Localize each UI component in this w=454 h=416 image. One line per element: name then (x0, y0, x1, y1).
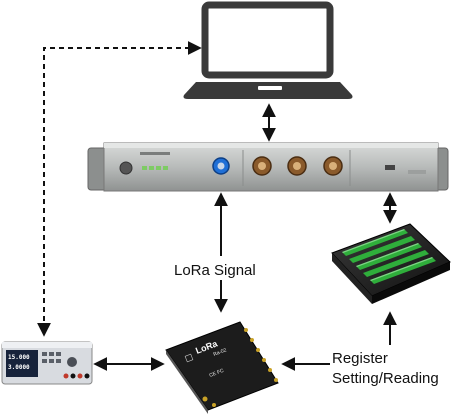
power-supply-display (6, 350, 38, 377)
power-supply: 15.000 3.0000 (1, 341, 93, 385)
rf-port-3-icon (323, 156, 343, 176)
power-supply-knob-icon (67, 357, 77, 367)
module-marks: CE FC (209, 368, 226, 379)
rf-port-2-icon (287, 156, 307, 176)
module-model: Ra-02 (213, 347, 228, 358)
rack-instrument (87, 142, 449, 192)
power-knob-icon (119, 161, 133, 175)
rf-port-1-icon (252, 156, 272, 176)
usb-port-icon (385, 165, 395, 170)
terminal-block-board (331, 223, 451, 304)
readout-2: 3.0000 (8, 364, 30, 371)
arrow-dashed-laptop-supply (37, 41, 202, 337)
label-register: Register (332, 350, 388, 367)
rf-port-blue-icon (212, 157, 230, 175)
power-supply-buttons (42, 352, 61, 363)
label-setting-reading: Setting/Reading (332, 370, 439, 387)
readout-1: 15.000 (8, 354, 30, 361)
label-lora-signal: LoRa Signal (174, 262, 256, 279)
arrows (37, 41, 397, 371)
terminal-screws (342, 229, 436, 284)
laptop-icon (183, 1, 353, 99)
lora-module: LoRa Ra-02 CE FC (165, 321, 279, 414)
module-pads (202, 328, 278, 407)
